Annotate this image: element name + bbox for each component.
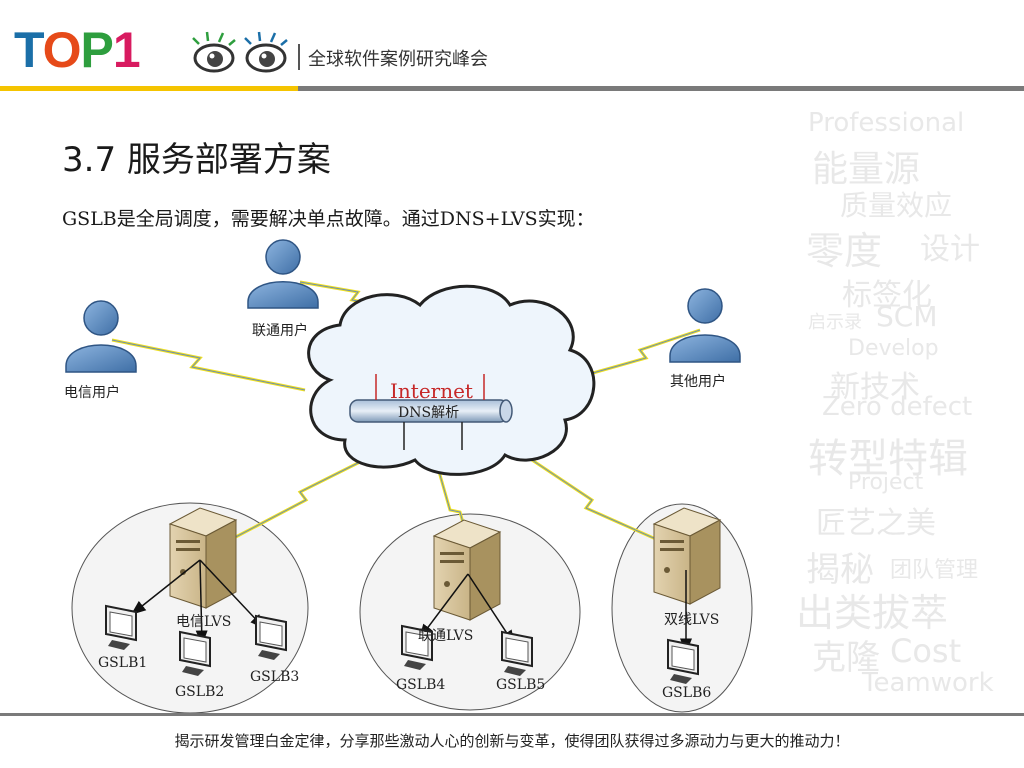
gslb3-label: GSLB3	[250, 669, 299, 685]
wordcloud-word: 质量效应	[840, 189, 953, 222]
wordcloud-word: Zero defect	[822, 392, 973, 422]
eyes-logo-icon	[192, 31, 288, 73]
wordcloud-word: 标签化	[842, 278, 932, 313]
wordcloud-word: 出类拔萃	[796, 591, 949, 635]
internet-cloud: Internet DNS解析	[307, 284, 596, 476]
header-rule-accent	[0, 86, 298, 91]
wordcloud-word: 能量源	[812, 149, 921, 190]
wordcloud-word: 启示录	[808, 312, 862, 333]
telecom-user-label: 电信用户	[64, 384, 120, 401]
header: TOP1 全球软件案例研究峰会	[0, 0, 1024, 92]
slide-description: GSLB是全局调度，需要解决单点故障。通过DNS+LVS实现：	[62, 208, 595, 230]
dual-lvs-server-icon	[652, 507, 722, 605]
footer-slogan: 揭示研发管理白金定律，分享那些激动人心的创新与变革，使得团队获得过多源动力与更大…	[174, 732, 850, 750]
wordcloud-word: 新技术	[830, 370, 920, 405]
wordcloud-word: Project	[848, 470, 924, 495]
cluster-links	[229, 450, 659, 542]
other-user-label: 其他用户	[670, 373, 726, 390]
internet-label: Internet	[390, 379, 473, 403]
unicom-lvs-server-icon	[432, 519, 502, 621]
wordcloud-word: 匠艺之美	[816, 506, 936, 541]
gslb5-monitor-icon	[501, 630, 533, 676]
wordcloud-word: 转型特辑	[808, 436, 968, 482]
wordcloud-word: 零度	[806, 229, 883, 273]
gslb2-label: GSLB2	[175, 684, 224, 700]
dns-label: DNS解析	[398, 405, 459, 421]
header-rule	[0, 86, 1024, 91]
logo-digit-1: 1	[112, 22, 141, 78]
wordcloud-word: Professional	[808, 108, 965, 138]
unicom-lvs-label: 联通LVS	[418, 628, 473, 644]
telecom-user-icon	[65, 300, 137, 373]
wordcloud-word: 团队管理	[890, 558, 979, 583]
dual-lvs-label: 双线LVS	[664, 612, 719, 628]
unicom-user-label: 联通用户	[252, 322, 308, 339]
lvs-to-gslb-arrows	[130, 559, 692, 654]
wordcloud-word: SCM	[876, 300, 938, 333]
wordcloud-word: 揭秘	[806, 550, 874, 590]
gslb6-label: GSLB6	[662, 685, 711, 701]
gslb4-label: GSLB4	[396, 677, 445, 693]
gslb4-monitor-icon	[401, 624, 433, 670]
header-subtitle: 全球软件案例研究峰会	[308, 49, 488, 70]
telecom-lvs-label: 电信LVS	[176, 614, 231, 630]
telecom-lvs-server-icon	[168, 507, 238, 609]
gslb6-monitor-icon	[667, 638, 699, 684]
other-user-icon	[669, 288, 741, 363]
unicom-user-icon	[247, 239, 319, 309]
gslb5-label: GSLB5	[496, 677, 545, 693]
logo-letter-t: T	[14, 22, 44, 78]
wordcloud-word: Cost	[890, 632, 962, 670]
top1-logo: TOP1	[14, 20, 141, 80]
wordcloud-word: Teamwork	[862, 668, 994, 698]
gslb1-label: GSLB1	[98, 655, 147, 671]
logo-letter-o: O	[42, 22, 82, 78]
wordcloud-word: 克隆	[812, 638, 880, 678]
wordcloud-word: 设计	[920, 232, 980, 267]
gslb2-monitor-icon	[179, 630, 211, 676]
gslb1-monitor-icon	[105, 604, 137, 650]
header-divider	[298, 44, 300, 70]
footer-rule	[0, 713, 1024, 716]
logo-letter-p: P	[80, 22, 114, 78]
wordcloud-word: Develop	[848, 336, 939, 361]
slide-title: 3.7 服务部署方案	[62, 140, 331, 180]
gslb3-monitor-icon	[255, 614, 287, 660]
word-cloud-watermark: Professional 能量源 质量效应 零度 设计 标签化 启示录 SCM …	[790, 100, 1020, 710]
